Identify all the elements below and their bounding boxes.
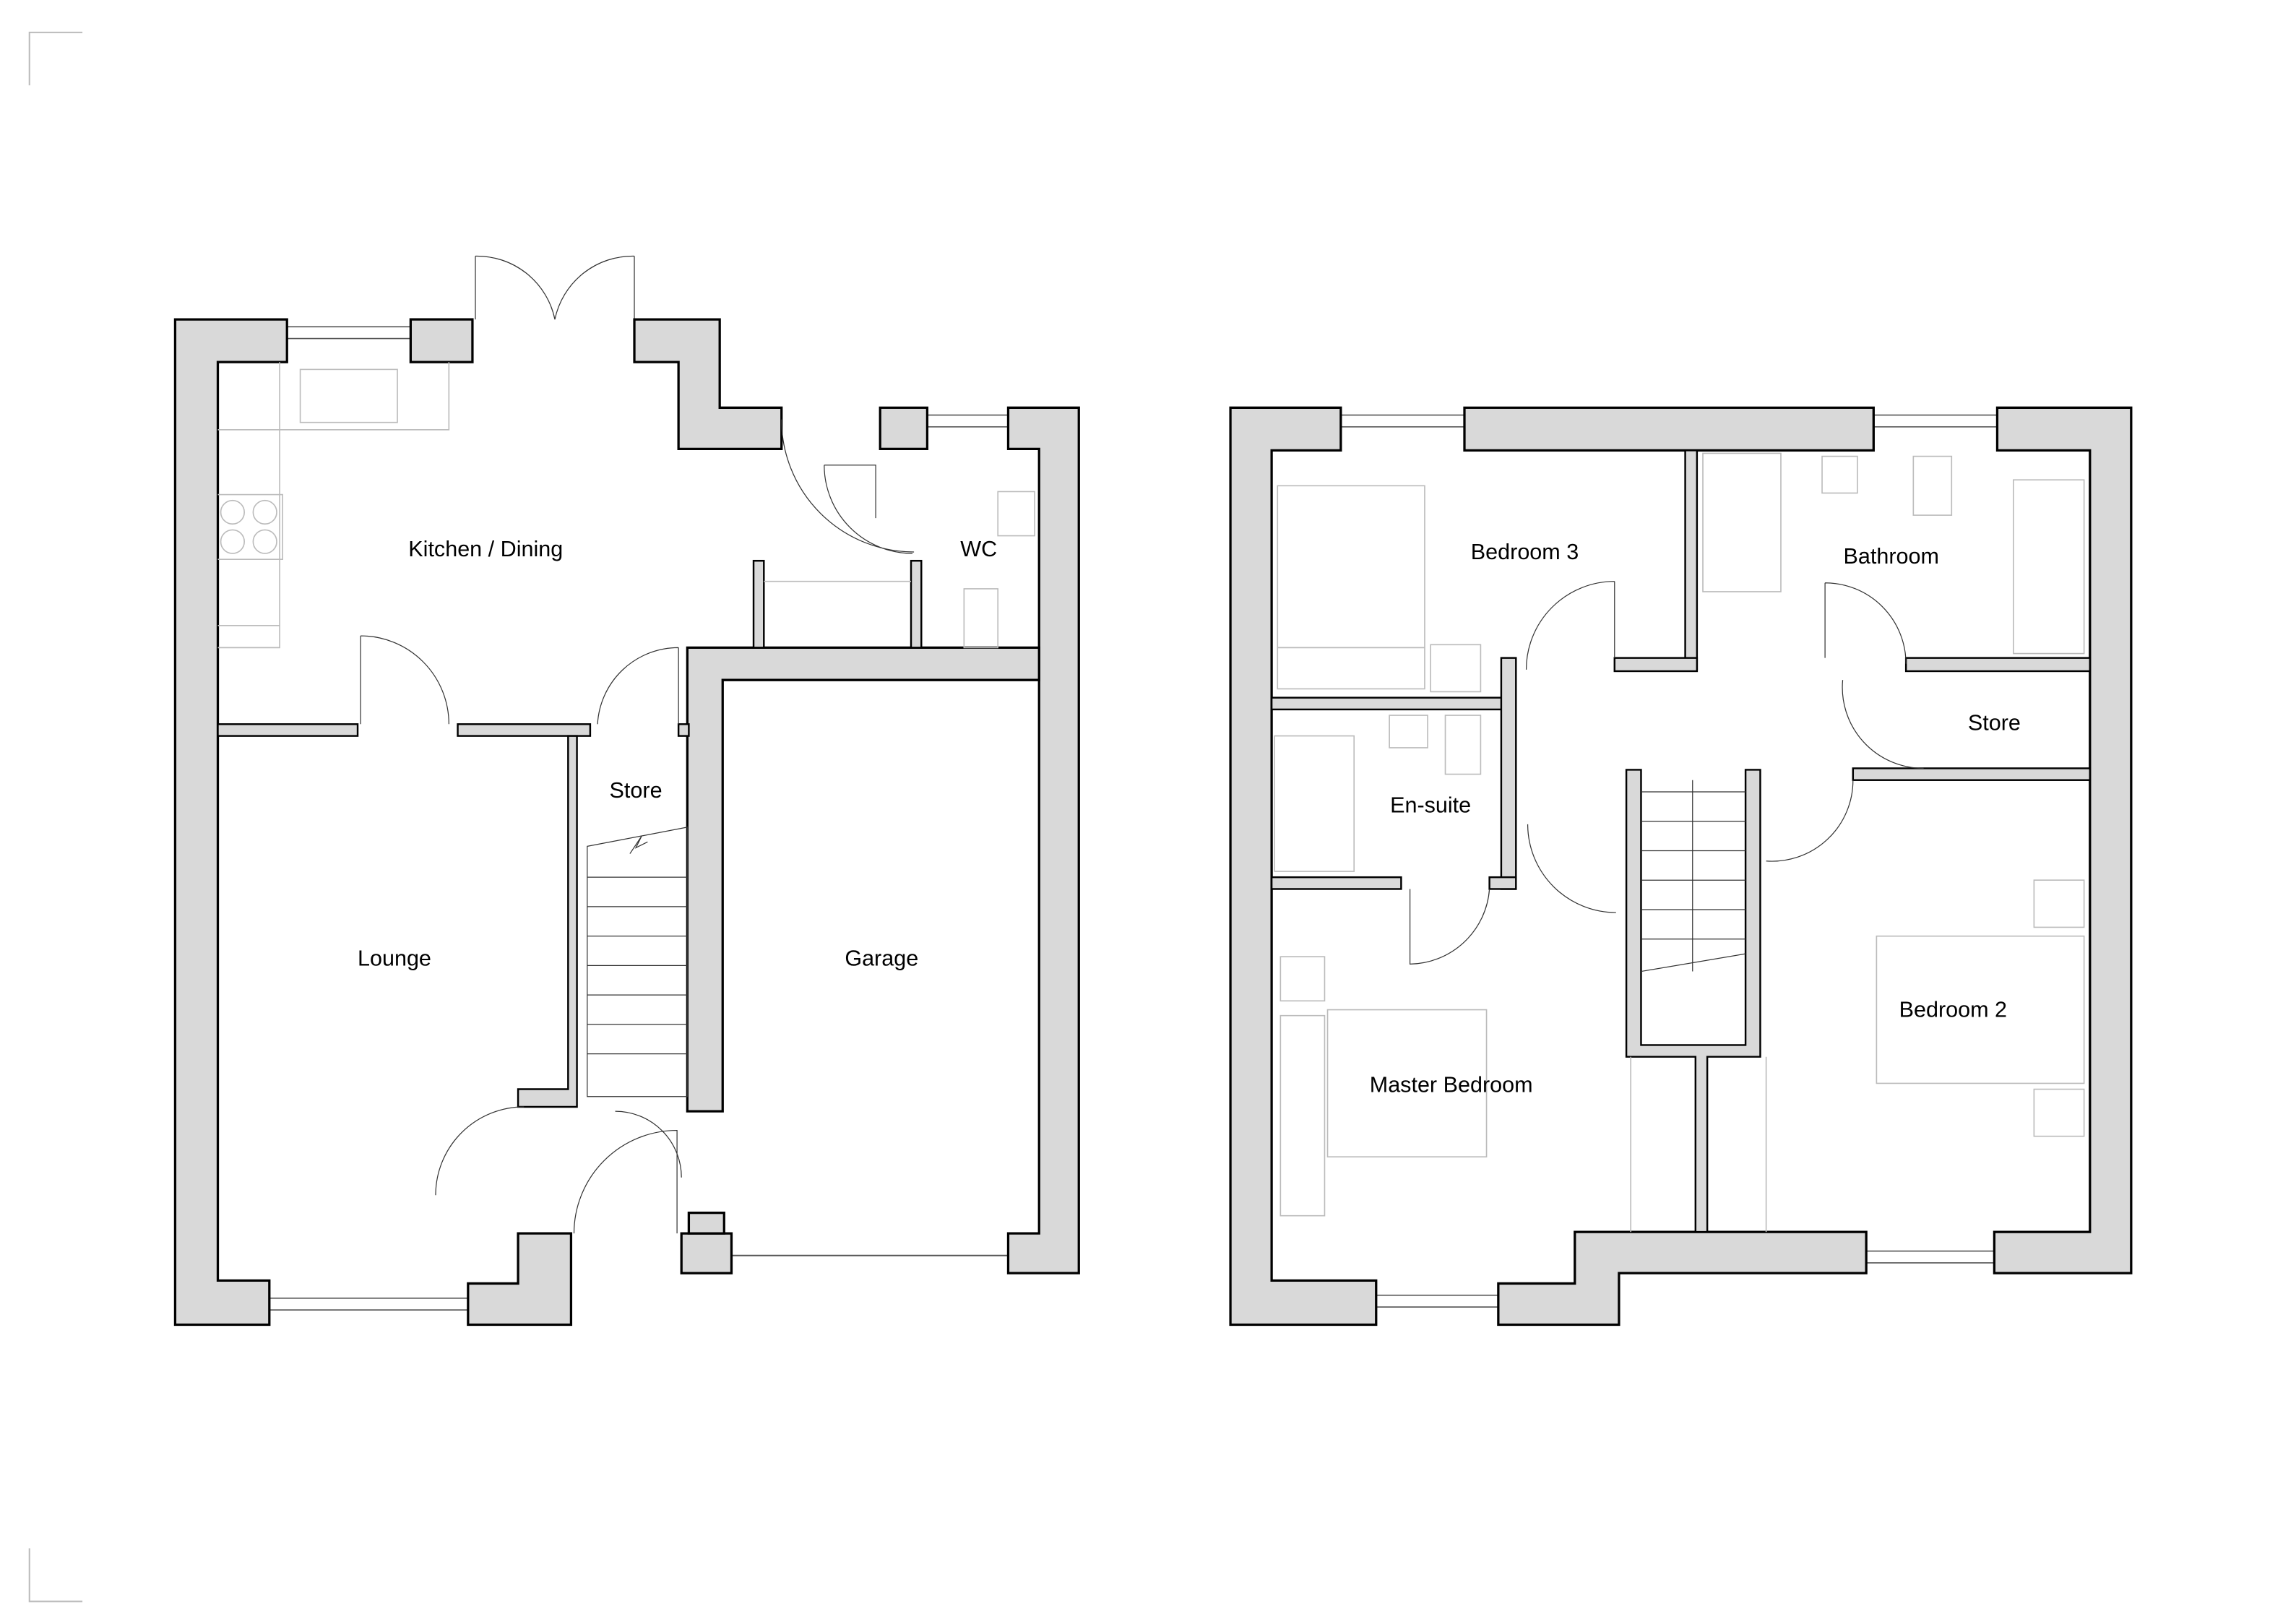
crop-mark-bottom [28,1548,83,1602]
wall [173,318,288,1326]
wall [687,1212,725,1235]
bed-master [1279,956,1488,1217]
crop-mark-top [28,31,83,86]
partition-wall [677,723,690,737]
room-label-garage: Garage [845,946,918,970]
partition-wall [1852,767,2092,781]
wardrobe [1630,1056,1767,1233]
wall [633,318,783,450]
partition-wall [217,723,359,737]
ground-floor-plan: Kitchen / Dining WC Store Lounge Garage [173,255,1080,1326]
staircase [587,827,688,1097]
wall [1463,406,1875,452]
room-label-wc: WC [960,537,997,561]
partition-wall [752,559,765,649]
door[interactable] [1525,581,1907,670]
window [286,326,412,340]
bed-bedroom-2 [1876,879,2085,1137]
partition-wall [1904,657,2092,673]
partition-wall [1500,657,1517,890]
partition-wall [457,723,592,737]
room-label-bedroom-3: Bedroom 3 [1471,540,1579,564]
window [1375,1294,1499,1308]
bathroom-fixtures [1702,452,2085,655]
partition-wall [1684,449,1699,671]
wall [467,1232,573,1326]
window [1873,414,1998,428]
room-label-kitchen-dining: Kitchen / Dining [408,537,563,561]
room-label-bedroom-2: Bedroom 2 [1899,998,2007,1022]
partition-wall [1270,876,1402,890]
partition-wall [1270,696,1509,711]
partition-wall [1488,876,1517,890]
room-label-store: Store [1968,710,2021,735]
sink-icon [299,368,398,423]
partition-wall [1613,657,1699,673]
room-label-master-bedroom: Master Bedroom [1370,1073,1533,1097]
ensuite-fixtures [1274,715,1482,872]
wall [1993,406,2133,1274]
window [926,414,1009,428]
window [268,1297,469,1311]
wall [1497,1230,1868,1326]
window [1340,414,1465,428]
room-label-store: Store [610,778,663,803]
wall [1229,406,1378,1326]
first-floor-plan: Bedroom 3 Bathroom Store En-suite Bedroo… [1229,406,2133,1326]
door[interactable] [824,465,913,554]
wall [879,406,929,450]
room-label-bathroom: Bathroom [1844,544,1939,569]
hob-icon [220,499,277,554]
room-label-en-suite: En-suite [1390,793,1471,818]
french-doors[interactable] [475,255,635,320]
window [1865,1250,1995,1264]
wall [1006,406,1080,1274]
door[interactable] [1410,824,1616,965]
stairwell-wall [1625,769,1761,1233]
door[interactable] [360,635,449,725]
wall [686,646,1040,1113]
kitchen-units [217,362,450,649]
partition-wall [910,559,923,649]
wc-fixtures [764,491,1035,649]
door[interactable] [435,1106,682,1234]
room-label-lounge: Lounge [358,946,431,970]
bed-bedroom-3 [1277,485,1482,693]
door[interactable] [1766,680,1924,862]
wall [409,318,474,363]
partition-wall [517,735,578,1108]
door[interactable] [597,647,679,725]
wall [680,1232,733,1274]
staircase [1641,780,1746,972]
